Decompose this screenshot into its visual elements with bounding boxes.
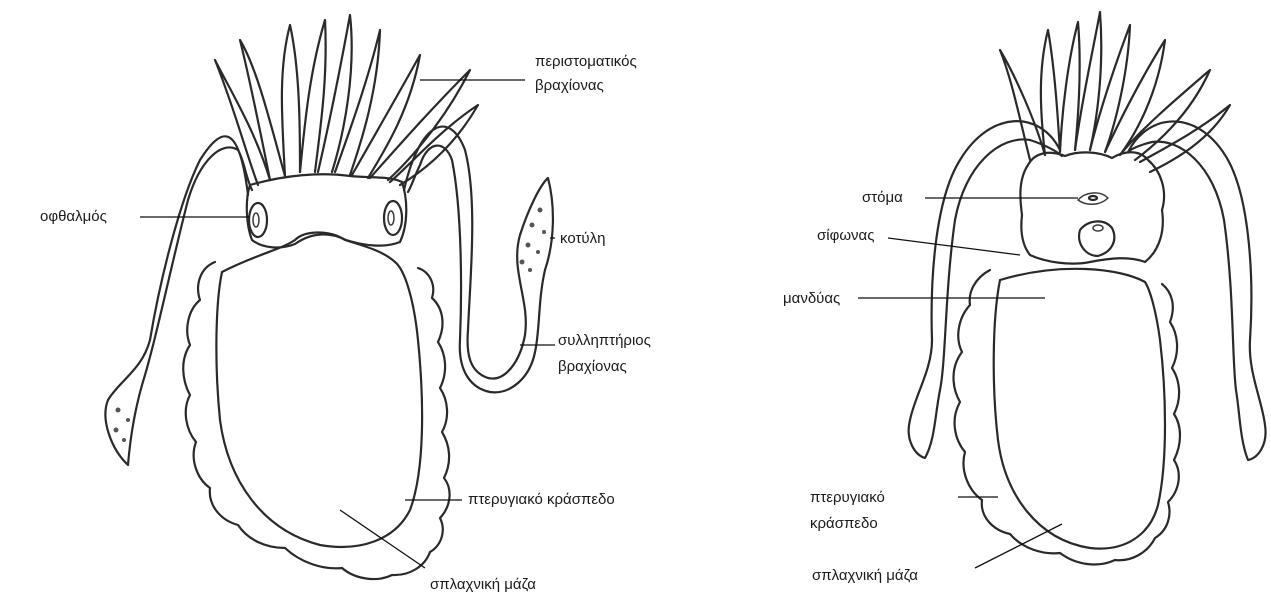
- right-leader-lines: [858, 198, 1078, 568]
- label-tentacle-2: βραχίονας: [558, 357, 627, 377]
- right-siphon: [1079, 221, 1114, 256]
- label-tentacle-1: συλληπτήριος: [558, 331, 651, 351]
- left-eye-left: [249, 203, 267, 237]
- right-fin-fringe: [954, 270, 1181, 564]
- right-head: [1020, 152, 1164, 263]
- left-peristomal-arms: [215, 15, 478, 185]
- label-sucker: κοτύλη: [560, 229, 605, 249]
- label-fin-right-2: κράσπεδο: [810, 514, 878, 534]
- label-fin-right-1: πτερυγιακό: [810, 488, 885, 508]
- left-head: [247, 174, 406, 247]
- left-fin-fringe: [183, 262, 449, 579]
- right-tentacle-left: [909, 121, 1062, 458]
- left-mantle: [216, 233, 422, 547]
- label-fin-left: πτερυγιακό κράσπεδο: [468, 490, 615, 510]
- label-siphon: σίφωνας: [817, 226, 874, 246]
- label-mantle: μανδύας: [783, 289, 840, 309]
- label-peristomal-arm-2: βραχίονας: [535, 76, 604, 96]
- label-visceral-mass-left: σπλαχνική μάζα: [430, 575, 536, 595]
- label-peristomal-arm-1: περιστοματικός: [535, 52, 637, 72]
- right-peristomal-arms: [1000, 12, 1230, 172]
- right-mantle: [994, 269, 1165, 549]
- right-cuttlefish-drawing: [909, 12, 1266, 564]
- left-eye-right: [384, 201, 402, 235]
- left-tentacle-left: [105, 136, 252, 465]
- label-mouth: στόμα: [862, 188, 903, 208]
- label-eye: οφθαλμός: [40, 207, 107, 227]
- label-visceral-mass-right: σπλαχνική μάζα: [812, 566, 918, 586]
- right-mouth: [1078, 193, 1108, 204]
